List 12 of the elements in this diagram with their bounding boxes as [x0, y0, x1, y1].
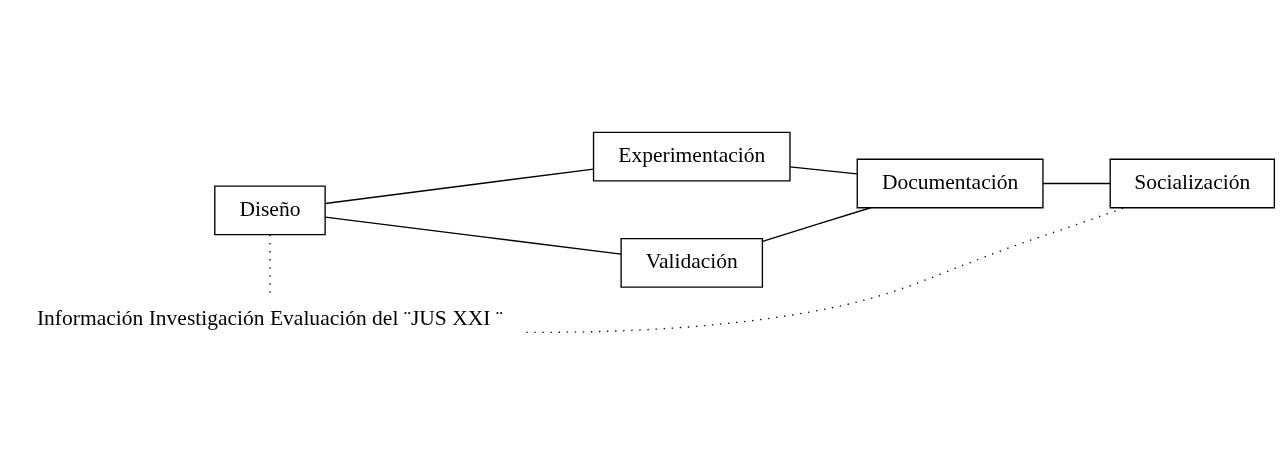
- node-box: Diseño: [214, 185, 326, 236]
- connector: [525, 207, 1125, 334]
- connector: [324, 168, 595, 205]
- node-box: Documentación: [856, 158, 1044, 209]
- node-box: Validación: [620, 238, 764, 288]
- connector: [1042, 182, 1111, 185]
- node-text: Información Investigación Evaluación del ¨JUS XXI ¨: [36, 305, 503, 330]
- connector: [789, 166, 858, 175]
- connector: [324, 216, 622, 255]
- node-box: Experimentación: [592, 131, 791, 182]
- connector: [761, 207, 872, 242]
- node-box: Socialización: [1109, 158, 1276, 209]
